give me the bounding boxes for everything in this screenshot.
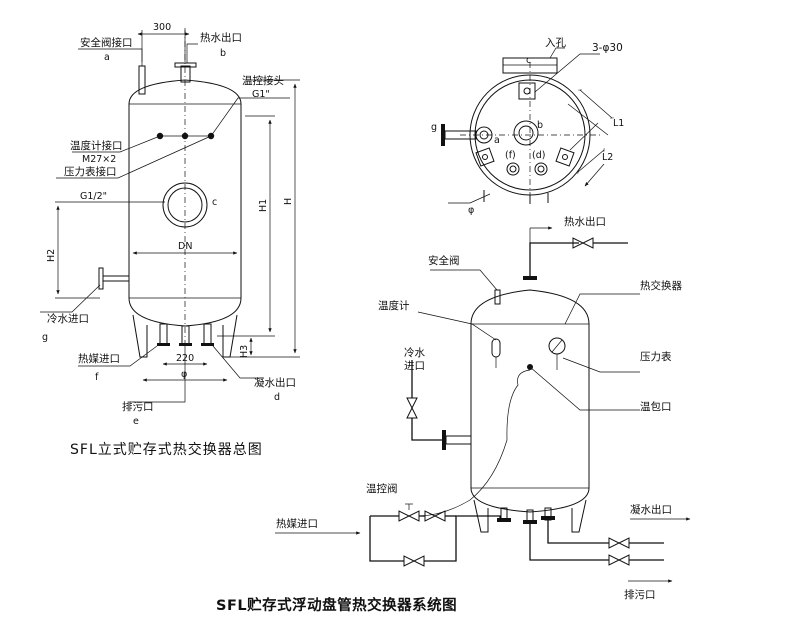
plan-view-drawing: c b a g (f) (d) φ 入孔 bbox=[431, 36, 624, 216]
sys-label-bulb-port: 温包口 bbox=[640, 400, 672, 413]
label-code-g: g bbox=[42, 332, 48, 343]
dim-300: 300 bbox=[153, 22, 171, 33]
label-hot-water-outlet: 热水出口 bbox=[200, 31, 242, 44]
label-pressure-size: G1/2" bbox=[80, 191, 107, 202]
drawing1-title: SFL立式贮存式热交换器总图 bbox=[70, 441, 263, 458]
label-temp-control-size: G1" bbox=[252, 89, 270, 100]
plan-label-phi: φ bbox=[468, 205, 474, 216]
plan-label-c: c bbox=[526, 55, 531, 66]
plan-label-a: a bbox=[494, 135, 500, 146]
dim-h2: H2 bbox=[46, 249, 57, 262]
plan-label-b: b bbox=[537, 120, 543, 131]
label-cold-water-inlet: 冷水进口 bbox=[47, 312, 89, 325]
sys-label-hot-water-outlet: 热水出口 bbox=[564, 215, 606, 228]
label-code-b: b bbox=[220, 48, 226, 59]
sys-label-safety-valve: 安全阀 bbox=[428, 254, 460, 267]
label-pressure-gauge-port: 压力表接口 bbox=[64, 165, 117, 178]
label-code-f: f bbox=[95, 372, 99, 383]
label-safety-valve-port: 安全阀接口 bbox=[80, 36, 133, 49]
sys-label-condensate-outlet: 凝水出口 bbox=[630, 503, 672, 516]
label-code-d: d bbox=[274, 392, 280, 403]
label-heat-medium-inlet: 热媒进口 bbox=[78, 352, 120, 365]
label-code-e: e bbox=[133, 416, 139, 427]
sys-label-heat-medium-inlet: 热媒进口 bbox=[276, 517, 318, 530]
label-code-a: a bbox=[104, 52, 110, 63]
label-thermometer-port: 温度计接口 bbox=[70, 139, 123, 152]
sys-label-pressure-gauge: 压力表 bbox=[640, 350, 672, 363]
dim-h: H bbox=[283, 198, 294, 205]
dim-h1: H1 bbox=[258, 199, 269, 212]
plan-label-f: (f) bbox=[505, 150, 516, 161]
drawing2-title: SFL贮存式浮动盘管热交换器系统图 bbox=[216, 596, 457, 614]
sys-label-cold-water-2: 进口 bbox=[404, 360, 425, 372]
dim-dn: DN bbox=[178, 241, 192, 252]
sys-label-drain: 排污口 bbox=[624, 588, 656, 601]
system-diagram-drawing: 热水出口 安全阀 热交换器 温度计 冷水 进口 压力表 温包口 温控阀 热媒进口… bbox=[216, 215, 691, 614]
sys-label-cold-water-1: 冷水 bbox=[404, 346, 425, 359]
label-code-c: c bbox=[212, 197, 217, 208]
sys-label-heat-exchanger: 热交换器 bbox=[640, 279, 682, 292]
plan-label-g: g bbox=[431, 122, 437, 133]
plan-label-inlet-hole: 入孔 bbox=[545, 36, 566, 49]
label-drain: 排污口 bbox=[122, 400, 154, 413]
plan-label-L1: L1 bbox=[613, 118, 624, 129]
sys-label-thermometer: 温度计 bbox=[378, 299, 410, 312]
dim-h3: H3 bbox=[239, 345, 250, 358]
label-temp-control-port: 温控接头 bbox=[242, 74, 284, 87]
sys-label-temp-valve: 温控阀 bbox=[366, 482, 398, 495]
plan-label-holes: 3-φ30 bbox=[592, 42, 623, 54]
dim-phi-1: φ bbox=[181, 369, 187, 380]
label-thermometer-size: M27×2 bbox=[82, 154, 116, 165]
label-condensate-outlet: 凝水出口 bbox=[254, 376, 296, 389]
plan-label-L2: L2 bbox=[602, 152, 613, 163]
plan-label-d: (d) bbox=[532, 150, 545, 161]
vertical-tank-drawing: 300 DN 220 φ H bbox=[40, 22, 300, 458]
